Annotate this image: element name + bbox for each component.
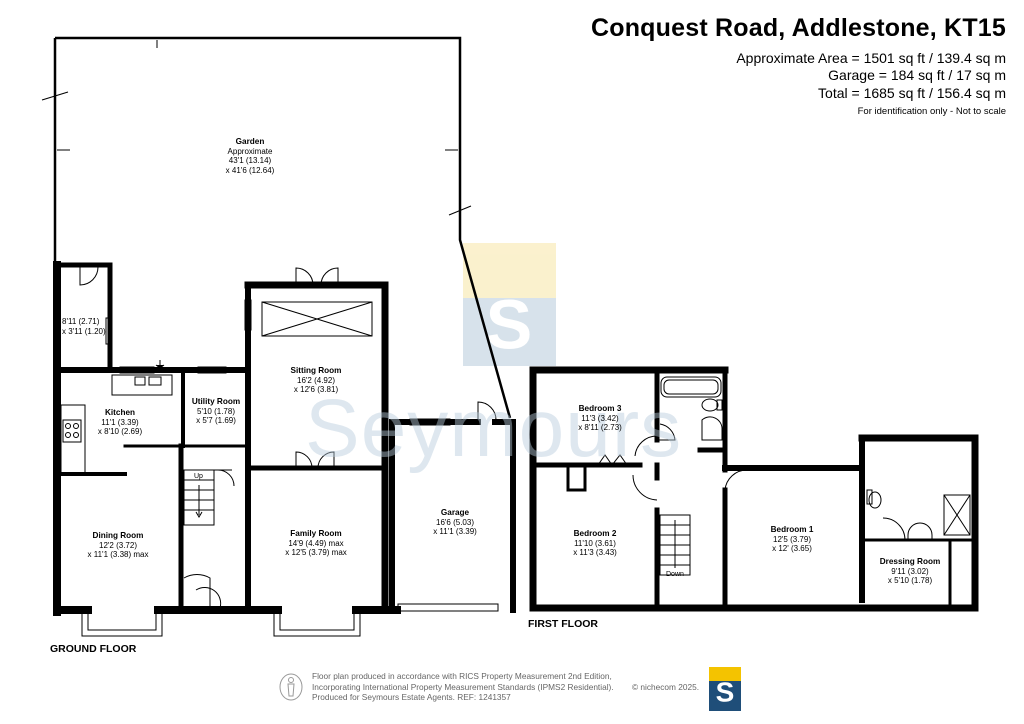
seymours-logo: S — [709, 667, 741, 711]
rics-person-icon — [279, 673, 303, 701]
room-kitchen-line2: x 8'10 (2.69) — [97, 427, 143, 436]
seymours-logo-letter: S — [716, 676, 735, 707]
ground-floor-openings — [53, 265, 499, 637]
ground-floor-label: GROUND FLOOR — [50, 643, 137, 655]
room-garden: Garden Approximate 43'1 (13.14) x 41'6 (… — [226, 137, 275, 175]
room-kitchen-line1: 11'1 (3.39) — [101, 417, 139, 427]
room-dining-line1: 12'2 (3.72) — [99, 540, 137, 550]
watermark-text: Seymours — [305, 383, 683, 474]
room-bedroom-3-line1: 11'3 (3.42) — [581, 413, 619, 423]
room-sitting: Sitting Room 16'2 (4.92) x 12'6 (3.81) — [291, 366, 342, 395]
approx-area-text: Approximate Area = 1501 sq ft / 139.4 sq… — [736, 50, 1006, 66]
first-floor-walls — [529, 366, 979, 612]
room-dressing-line1: 9'11 (3.02) — [891, 566, 929, 576]
room-utility-line1: 5'10 (1.78) — [197, 406, 235, 416]
disclaimer-text: For identification only - Not to scale — [857, 106, 1006, 117]
room-garden-line1: Approximate — [227, 146, 273, 156]
room-garage-line1: 16'6 (5.03) — [436, 517, 474, 527]
room-store-line1: 8'11 (2.71) — [62, 317, 100, 326]
room-family-name: Family Room — [290, 529, 342, 538]
footer-line-3: Produced for Seymours Estate Agents. REF… — [312, 692, 511, 702]
room-garage-name: Garage — [440, 508, 470, 517]
garden-outline — [41, 36, 512, 419]
room-bedroom-2-line2: x 11'3 (3.43) — [573, 548, 617, 557]
page-title: Conquest Road, Addlestone, KT15 — [590, 14, 1006, 42]
watermark-logo-letter: S — [486, 285, 533, 363]
room-utility-name: Utility Room — [191, 397, 241, 406]
room-bedroom-2: Bedroom 2 11'10 (3.61) x 11'3 (3.43) — [573, 529, 617, 558]
room-bedroom-1-name: Bedroom 1 — [770, 525, 814, 534]
room-dressing-line2: x 5'10 (1.78) — [887, 576, 933, 585]
room-family-line2: x 12'5 (3.79) max — [285, 548, 347, 557]
ground-floor-walls — [53, 261, 516, 616]
room-garage: Garage 16'6 (5.03) x 11'1 (3.39) — [433, 508, 477, 537]
room-bedroom-1: Bedroom 1 12'5 (3.79) x 12' (3.65) — [771, 525, 814, 554]
room-kitchen-name: Kitchen — [104, 408, 136, 417]
room-dressing: Dressing Room 9'11 (3.02) x 5'10 (1.78) — [880, 557, 941, 586]
footer-line-1: Floor plan produced in accordance with R… — [312, 671, 612, 681]
room-dining: Dining Room 12'2 (3.72) x 11'1 (3.38) ma… — [88, 531, 149, 560]
footer-notes: Floor plan produced in accordance with R… — [312, 671, 614, 703]
room-bedroom-2-line1: 11'10 (3.61) — [574, 538, 616, 548]
room-dressing-name: Dressing Room — [879, 557, 941, 566]
first-floor-openings — [571, 366, 971, 612]
stairs-down-label: Down — [666, 571, 684, 578]
room-family-line1: 14'9 (4.49) max — [288, 538, 344, 548]
room-dining-name: Dining Room — [92, 531, 144, 540]
room-store-line2: x 3'11 (1.20) — [62, 326, 106, 336]
room-bedroom-1-line2: x 12' (3.65) — [772, 544, 812, 553]
room-sitting-name: Sitting Room — [290, 366, 342, 375]
garage-area-text: Garage = 184 sq ft / 17 sq m — [828, 67, 1006, 83]
room-bedroom-2-name: Bedroom 2 — [573, 529, 617, 538]
room-garage-line2: x 11'1 (3.39) — [433, 527, 477, 536]
stairs-up-label: Up — [194, 473, 203, 480]
room-sitting-line1: 16'2 (4.92) — [297, 375, 335, 385]
room-bedroom-3-line2: x 8'11 (2.73) — [578, 423, 622, 432]
room-utility: Utility Room 5'10 (1.78) x 5'7 (1.69) — [192, 397, 240, 426]
footer-line-2: Incorporating International Property Mea… — [312, 681, 614, 692]
room-dining-line2: x 11'1 (3.38) max — [87, 550, 149, 559]
room-bedroom-3-name: Bedroom 3 — [578, 404, 622, 413]
room-sitting-line2: x 12'6 (3.81) — [293, 385, 339, 394]
footer-copyright: © nichecom 2025. — [632, 682, 699, 692]
room-garden-line2: 43'1 (13.14) — [228, 156, 272, 165]
room-store: 8'11 (2.71) x 3'11 (1.20) — [62, 317, 106, 336]
room-kitchen: Kitchen 11'1 (3.39) x 8'10 (2.69) — [98, 408, 142, 437]
first-floor-label: FIRST FLOOR — [528, 618, 598, 630]
total-area-text: Total = 1685 sq ft / 156.4 sq m — [818, 85, 1006, 101]
room-garden-name: Garden — [235, 137, 265, 146]
room-bedroom-3: Bedroom 3 11'3 (3.42) x 8'11 (2.73) — [578, 404, 622, 433]
room-family: Family Room 14'9 (4.49) max x 12'5 (3.79… — [285, 529, 347, 558]
room-garden-line3: x 41'6 (12.64) — [225, 165, 275, 175]
room-utility-line2: x 5'7 (1.69) — [196, 416, 236, 425]
room-bedroom-1-line1: 12'5 (3.79) — [772, 534, 811, 544]
